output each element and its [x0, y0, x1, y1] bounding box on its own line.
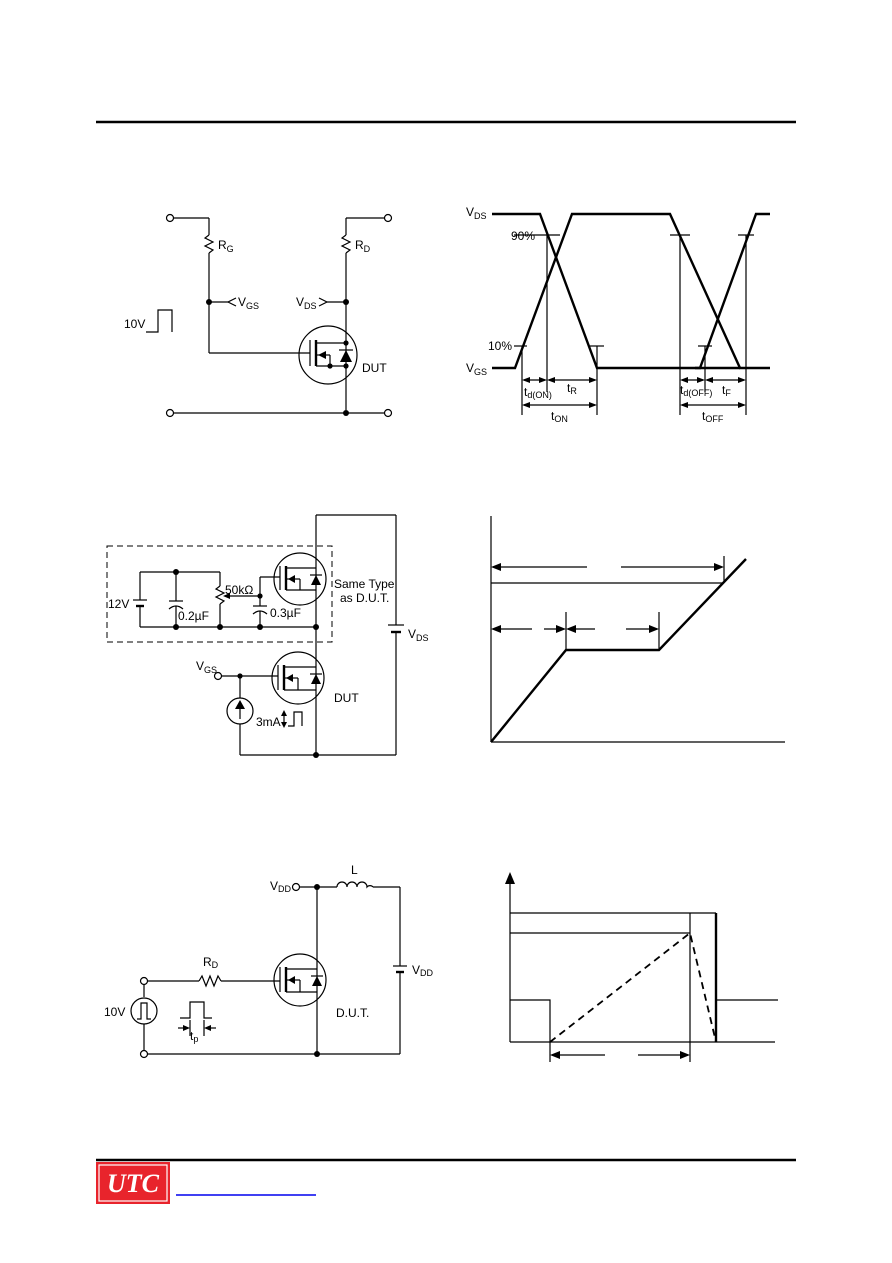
rg-label: V — [238, 295, 246, 309]
uis-vdd-in-sub: DD — [278, 884, 291, 894]
unclamped-inductive-waveform — [505, 872, 778, 1062]
wf-ton-sub: ON — [554, 414, 568, 424]
pot-50k — [214, 585, 226, 605]
wf-vds: V — [466, 205, 474, 219]
uis-tp-sub: p — [193, 1034, 198, 1044]
gc-vgs: V — [196, 659, 204, 673]
wf-vgs-sub: GS — [474, 367, 487, 377]
vgs-probe-arrow — [226, 297, 237, 307]
gc-vds-sub: DS — [416, 633, 429, 643]
gc-vgs-sub: GS — [204, 665, 217, 675]
uis-y-axis-arrow — [505, 872, 515, 884]
gate-pulse-icon — [146, 309, 173, 333]
dut-mosfet-symbol — [209, 325, 358, 410]
wf-tdon: t — [524, 385, 528, 399]
inductor-symbol — [336, 881, 374, 889]
svg-text:td(ON): td(ON) — [524, 385, 552, 400]
uis-vdd-sub: DD — [420, 968, 433, 978]
svg-text:tR: tR — [567, 381, 577, 396]
wf-tdon-sub: d(ON) — [527, 390, 552, 400]
vgs-waveform — [492, 212, 770, 370]
wf-tdoff-sub: d(OFF) — [683, 388, 712, 398]
svg-text:VDD: VDD — [270, 879, 292, 894]
svg-text:RD: RD — [203, 955, 219, 970]
uis-dut-mosfet-symbol — [273, 953, 327, 1007]
uis-rd-sub: D — [212, 960, 219, 970]
gate-charge-curve — [490, 558, 747, 743]
switching-test-circuit: VGS RG RD VDS 10V — [124, 213, 393, 418]
logo-text: UTC — [107, 1169, 160, 1198]
gc-3ma: 3mA — [256, 715, 281, 729]
gate-charge-waveform — [490, 516, 785, 743]
unclamped-inductive-test-circuit: VDD L VDD D.U.T. RD — [104, 863, 434, 1059]
utc-logo: UTC — [96, 1162, 170, 1204]
svg-text:VGS: VGS — [238, 295, 259, 311]
wf-toff-sub: OFF — [705, 414, 723, 424]
svg-text:VDS: VDS — [408, 627, 429, 643]
wf-tdoff: t — [680, 383, 684, 397]
uis-vdd-in: V — [270, 879, 278, 893]
inductor-current-trace — [549, 931, 717, 1043]
gc-50k: 50kΩ — [225, 583, 253, 597]
svg-text:RG: RG — [218, 238, 234, 254]
gc-c02: 0.2µF — [178, 609, 209, 623]
svg-text:VDS: VDS — [466, 205, 487, 221]
wf-10pct: 10% — [488, 339, 512, 353]
gc-dut: DUT — [334, 691, 359, 705]
dut-label: DUT — [362, 361, 387, 375]
uis-10v: 10V — [104, 1005, 125, 1019]
svg-text:tOFF: tOFF — [702, 409, 724, 424]
switching-waveforms: VDS VGS 90% 10% td(ON) tR tON td(OFF) tF… — [466, 205, 770, 424]
gc-same-type-1: Same Type — [334, 577, 395, 591]
rd-resistor — [340, 234, 352, 254]
gc-dut-mosfet-symbol — [271, 651, 325, 755]
uis-tp: t — [190, 1029, 194, 1043]
wf-tf: t — [722, 383, 726, 397]
wf-toff: t — [702, 409, 706, 423]
gc-c03: 0.3µF — [270, 606, 301, 620]
uis-rd-resistor — [198, 974, 222, 988]
vgs-sub: GS — [246, 301, 259, 311]
vds-text: V — [296, 295, 304, 309]
pulse-label: 10V — [124, 317, 145, 331]
gc-vds: V — [408, 627, 416, 641]
vds-sub: DS — [304, 301, 317, 311]
wf-tf-sub: F — [725, 388, 731, 398]
uis-l: L — [351, 863, 358, 877]
uis-rd: R — [203, 955, 212, 969]
uis-vdd: V — [412, 963, 420, 977]
pulse-source-symbol — [130, 997, 158, 1025]
svg-text:RD: RD — [355, 238, 371, 254]
svg-text:VGS: VGS — [196, 659, 217, 675]
vds-waveform — [492, 212, 740, 370]
svg-text:VGS: VGS — [466, 361, 487, 377]
gate-charge-test-circuit: VDS 12V 0.2µF 50kΩ 0.3µF — [106, 514, 429, 758]
rg-text: R — [218, 238, 227, 252]
wf-tr-sub: R — [570, 386, 577, 396]
vds-breakdown-trace — [510, 999, 551, 1042]
reference-mosfet-symbol — [273, 552, 327, 652]
wf-vds-sub: DS — [474, 211, 487, 221]
rg-sub: G — [227, 244, 234, 254]
gc-same-type-2: as D.U.T. — [340, 591, 389, 605]
uis-dut: D.U.T. — [336, 1006, 369, 1020]
timing-arrows — [522, 377, 746, 408]
svg-text:td(OFF): td(OFF) — [680, 383, 712, 398]
wf-ton: t — [551, 409, 555, 423]
gc-12v: 12V — [108, 597, 129, 611]
svg-text:VDD: VDD — [412, 963, 434, 978]
wf-vgs: V — [466, 361, 474, 375]
rd-text: R — [355, 238, 364, 252]
wf-90pct: 90% — [511, 229, 535, 243]
svg-text:tF: tF — [722, 383, 731, 398]
svg-text:tp: tp — [190, 1029, 198, 1044]
wf-tr: t — [567, 381, 571, 395]
svg-text:VDS: VDS — [296, 295, 317, 311]
rd-sub: D — [364, 244, 371, 254]
svg-text:tON: tON — [551, 409, 568, 424]
constant-current-box — [106, 545, 333, 643]
rg-resistor — [203, 234, 215, 254]
